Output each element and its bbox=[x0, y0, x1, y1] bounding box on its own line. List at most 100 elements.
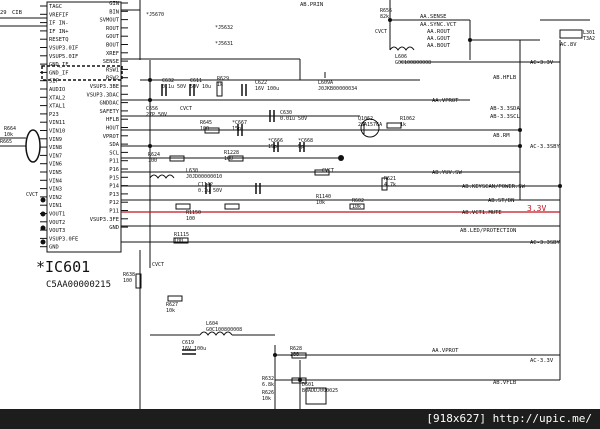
net-33sby-2: AC-3.3SBY bbox=[530, 240, 560, 246]
net-sync: AA.SYNC.VCT bbox=[420, 22, 457, 28]
component-value-c1142: 0.1u 50V bbox=[198, 188, 222, 194]
component-value-c666: 15p bbox=[268, 144, 277, 150]
component-value-r1140: 10k bbox=[316, 200, 325, 206]
ic-right-pin-label: VSUP3.3FE bbox=[90, 217, 119, 223]
ic-left-pin-label: VIN6 bbox=[49, 162, 62, 168]
ic-left-pin-label: XTAL1 bbox=[49, 104, 65, 110]
component-value-l606: G0C100800008 bbox=[395, 60, 431, 66]
component-ref-r1062: R1062 bbox=[400, 116, 415, 122]
label-j5631: *J5631 bbox=[215, 41, 233, 47]
label-cvct-3: CVCT bbox=[26, 192, 38, 198]
ic-left-pin-label: VOUT2 bbox=[49, 220, 65, 226]
net-hflb: AB.HFLB bbox=[493, 75, 517, 81]
ic-left-pin-label: VOUT3 bbox=[49, 228, 65, 234]
net-gout: AA.GOUT bbox=[427, 36, 451, 42]
ic-left-pin-label: XTAL2 bbox=[49, 95, 65, 101]
ic-right-pin-label: BOUT bbox=[106, 43, 120, 49]
ic-right-pin-label: HOUT bbox=[106, 126, 120, 132]
net-ac33v-2: AC-3.3V bbox=[530, 358, 554, 364]
ic-left-pin-label: AUDIO bbox=[49, 87, 65, 93]
net-ac8v: AC.8V bbox=[560, 42, 577, 48]
component-value-r1228: 100 bbox=[224, 156, 233, 162]
label-j5632: *J5632 bbox=[215, 25, 233, 31]
component-value-l604: G0C100800008 bbox=[206, 327, 242, 333]
label-cvct-5: CVCT bbox=[375, 29, 387, 35]
ic-left-pin-label: VIN2 bbox=[49, 195, 62, 201]
component-value-c668: 5p bbox=[298, 144, 304, 150]
ic-left-pin-label: VIN5 bbox=[49, 170, 62, 176]
component-ref-l606: L606 bbox=[395, 54, 407, 60]
ic-right-pin-label: BIN bbox=[109, 9, 119, 15]
component-ref-r621: R621 bbox=[384, 176, 396, 182]
ic-left-pin-label: VSUP3.0FE bbox=[49, 236, 78, 242]
ic-left-pin-label: TAGC bbox=[49, 4, 62, 10]
net-29: 29 bbox=[0, 10, 7, 16]
net-rout: AA.ROUT bbox=[427, 29, 451, 35]
label-j5670: *J5670 bbox=[146, 12, 164, 18]
ic-right-pin-label: SAFETY bbox=[100, 109, 120, 115]
component-value-r602: 10k bbox=[352, 204, 361, 210]
component-ref-r1228: R1228 bbox=[224, 150, 239, 156]
ic-right-pin-label: SCL bbox=[109, 150, 119, 156]
ic-left-pin-label: P23 bbox=[49, 112, 59, 118]
net-33sby-1: AC-3.3SBY bbox=[530, 144, 560, 150]
net-bottom: AB.PRIN bbox=[300, 2, 323, 8]
ic-right-pin-label: VPROT bbox=[103, 134, 120, 140]
net-sense: AA.SENSE bbox=[420, 14, 447, 20]
component-value-r629: 1k bbox=[217, 82, 223, 88]
ic-right-pin-label: P16 bbox=[109, 167, 119, 173]
component-ref-r624: R624 bbox=[148, 152, 160, 158]
ic-right-pin-label: ROUT bbox=[106, 26, 120, 32]
component-ref-r627: R627 bbox=[166, 302, 178, 308]
component-value-c619: 16V 100u bbox=[182, 346, 206, 352]
ic-left-pin-label: VIN11 bbox=[49, 120, 65, 126]
component-ref-r656: R656 bbox=[380, 8, 392, 14]
net-mute: AB.VCT1.MUTE bbox=[462, 210, 502, 216]
ic-right-pin-label: P15 bbox=[109, 175, 119, 181]
ic-left-pin-label: VSUP5.0IF bbox=[49, 54, 78, 60]
component-value-r645: 100 bbox=[200, 126, 209, 132]
component-ref-l301: L301 bbox=[583, 30, 595, 36]
component-ref-l609: L609A bbox=[318, 80, 333, 86]
component-ref-r638: R638 bbox=[123, 272, 135, 278]
label-cvct-1: CVCT bbox=[180, 106, 192, 112]
component-ref-l604: L604 bbox=[206, 321, 218, 327]
ic-left-pin-label: VSUP3.0IF bbox=[49, 46, 78, 52]
component-ref-c611: C611 bbox=[190, 78, 202, 84]
component-value-r656: 82k bbox=[380, 14, 389, 20]
ic-right-pin-label: GOUT bbox=[106, 34, 120, 40]
component-ref-c668: *C668 bbox=[298, 138, 313, 144]
component-ref-c622: C622 bbox=[255, 80, 267, 86]
component-ref-c1142: C1142 bbox=[198, 182, 213, 188]
component-ref-r629: R629 bbox=[217, 76, 229, 82]
footer-text: [918x627] http://upic.me/ bbox=[426, 412, 592, 425]
component-value-r638: 100 bbox=[123, 278, 132, 284]
net-ac33v-1: AC-3.3V bbox=[530, 60, 554, 66]
component-value-l301: T3A2 bbox=[583, 36, 595, 42]
component-value-r664: 10k bbox=[4, 132, 13, 138]
ic-right-pin-label: GND bbox=[109, 225, 119, 231]
component-value-r621: 4.7k bbox=[384, 182, 396, 188]
component-value-c667: 15p bbox=[232, 126, 241, 132]
ic-left-pin-label: VIN9 bbox=[49, 137, 62, 143]
label-r665: R665 bbox=[0, 139, 12, 145]
ic-part: C5AA00000215 bbox=[46, 280, 111, 290]
ic-left-pin-label: VREFIF bbox=[49, 12, 68, 18]
net-vprot: AA.VPROT bbox=[432, 98, 459, 104]
net-yuv: AB.YUV.SW bbox=[432, 170, 462, 176]
ic-left-pin-label: VIN4 bbox=[49, 178, 62, 184]
component-ref-r602: R602 bbox=[352, 198, 364, 204]
component-value-c630: 0.01u 50V bbox=[280, 116, 307, 122]
label-cvct-2: CVCT bbox=[322, 168, 334, 174]
component-ref-r626: R626 bbox=[262, 390, 274, 396]
note-3v3: 3.3V bbox=[527, 204, 546, 213]
component-ref-c619: C619 bbox=[182, 340, 194, 346]
ic-right-pin-label: RSW2 bbox=[106, 76, 119, 82]
ic-right-pin-label: P13 bbox=[109, 192, 119, 198]
ic-right-pin-label: SDA bbox=[109, 142, 119, 148]
ic-ref: *IC601 bbox=[36, 258, 90, 276]
label-cvct-4: CVCT bbox=[152, 262, 164, 268]
ic-left-pin-label: VIN3 bbox=[49, 187, 62, 193]
component-ref-r1115: R1115 bbox=[174, 232, 189, 238]
